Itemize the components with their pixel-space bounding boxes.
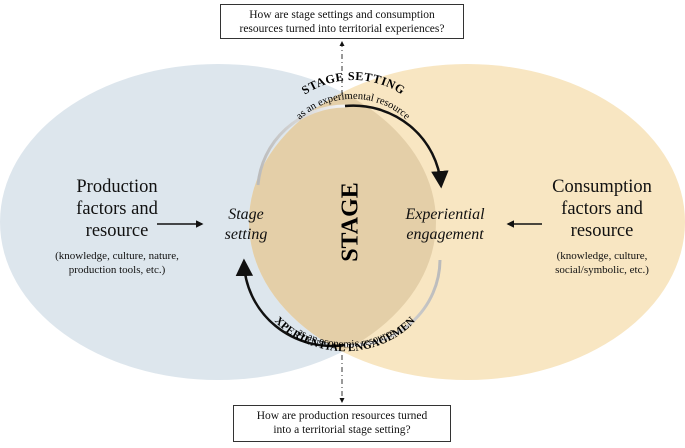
consumption-title-line3: resource — [570, 221, 634, 241]
experiential-engagement-label: Experiential engagement — [390, 205, 500, 245]
stage-setting-line1: Stage — [228, 206, 264, 223]
stage-setting-arrow — [344, 104, 449, 189]
production-title-line1: Production — [76, 177, 158, 197]
experiential-engagement-arrow — [235, 258, 346, 348]
consumption-detail-line1: (knowledge, culture, — [556, 250, 648, 262]
stage-setting-line2: setting — [224, 226, 268, 243]
bottom-question-box: How are production resources turned into… — [233, 405, 451, 442]
stage-setting-label: Stage setting — [210, 205, 282, 245]
top-question-line1: How are stage settings and consumption — [249, 9, 435, 21]
production-title-line2: factors and — [76, 199, 158, 219]
bottom-fade-arc — [344, 259, 442, 347]
top-question-box: How are stage settings and consumption r… — [220, 4, 464, 39]
bottom-question-line1: How are production resources turned — [256, 410, 428, 422]
production-title-line3: resource — [85, 221, 149, 241]
production-detail-line2: production tools, etc.) — [68, 264, 166, 276]
production-detail-line1: (knowledge, culture, nature, — [55, 250, 179, 262]
production-block: Production factors and resource (knowled… — [30, 176, 204, 277]
top-fade-arc — [256, 104, 346, 186]
top-question-line2: resources turned into territorial experi… — [239, 23, 445, 35]
consumption-detail-line2: social/symbolic, etc.) — [555, 264, 649, 276]
consumption-title-line2: factors and — [561, 199, 643, 219]
consumption-title-line1: Consumption — [552, 177, 652, 197]
bottom-question-line2: into a territorial stage setting? — [273, 424, 411, 436]
experiential-engagement-line2: engagement — [406, 226, 484, 243]
consumption-block: Consumption factors and resource (knowle… — [527, 176, 677, 277]
overlap-region — [249, 64, 436, 380]
experiential-engagement-line1: Experiential — [405, 206, 485, 223]
stage-center-label: STAGE — [338, 182, 364, 262]
